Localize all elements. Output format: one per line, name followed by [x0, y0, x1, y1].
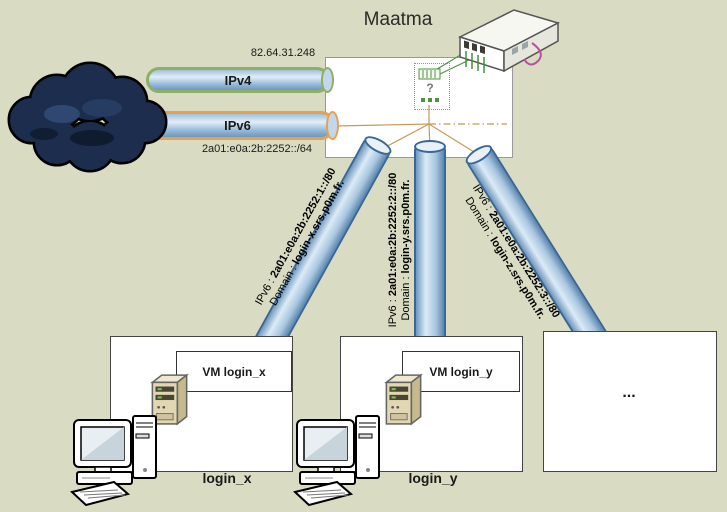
pipe-y-cap [414, 140, 446, 153]
desktop-computer-icon-y [293, 410, 393, 506]
vm-label-login-x: VM login_x [202, 364, 266, 379]
link-y-domain-line: Domain : login-y.srs.p0m.fr. [400, 130, 413, 370]
ipv4-pipe-end-cap [321, 67, 334, 93]
router-3d-icon [458, 9, 560, 73]
pipe-to-login-y [414, 140, 446, 356]
ipv6-pipe-label: IPv6 [224, 118, 251, 133]
link-z-ipv6-line: IPv6 : 2a01:e0a:2b:2252:3::/80 [446, 146, 584, 356]
vm-label-login-y: VM login_y [429, 364, 493, 379]
ipv6-pipe: IPv6 [140, 111, 335, 140]
link-label-login-x: IPv6 : 2a01:e0a:2b:2252:1::/80 Domain : … [232, 129, 371, 352]
host-name-login-y: login_y [408, 470, 458, 486]
ipv4-pipe: IPv4 [146, 67, 330, 93]
ipv4-address: 82.64.31.248 [250, 47, 316, 59]
vm-box-login-y: VM login_y [402, 351, 520, 392]
mini-router-icon [418, 68, 441, 80]
ipv6-prefix: 2a01:e0a:2b:2252::/64 [201, 143, 313, 155]
ipv4-pipe-label: IPv4 [224, 72, 252, 88]
host-name-login-x: login_x [202, 470, 252, 486]
link-y-domain-prefix: Domain : [400, 273, 412, 321]
link-y-ipv6-line: IPv6 : 2a01:e0a:2b:2252:2::/80 [387, 130, 400, 370]
link-y-ipv6-prefix: IPv6 : [387, 296, 399, 328]
question-mark: ? [426, 81, 434, 95]
page-title: Maatma [363, 9, 433, 30]
pipe-to-login-x [246, 132, 395, 367]
desktop-computer-icon-x [70, 410, 170, 506]
link-x-domain-line: Domain : login-x.srs.p0m.fr. [244, 135, 372, 351]
host-box-more [543, 331, 717, 472]
unknown-router-outline [414, 63, 450, 110]
vm-box-login-x: VM login_x [176, 351, 292, 392]
link-y-ipv6-value: 2a01:e0a:2b:2252:2::/80 [387, 172, 399, 297]
link-label-login-y: IPv6 : 2a01:e0a:2b:2252:2::/80 Domain : … [387, 130, 413, 370]
internet-cloud-icon [7, 61, 168, 173]
switch-dots-icon [421, 98, 439, 102]
link-y-domain-value: login-y.srs.p0m.fr. [400, 179, 412, 274]
more-hosts-ellipsis: ... [622, 384, 636, 401]
ipv6-pipe-end-cap [326, 111, 339, 140]
